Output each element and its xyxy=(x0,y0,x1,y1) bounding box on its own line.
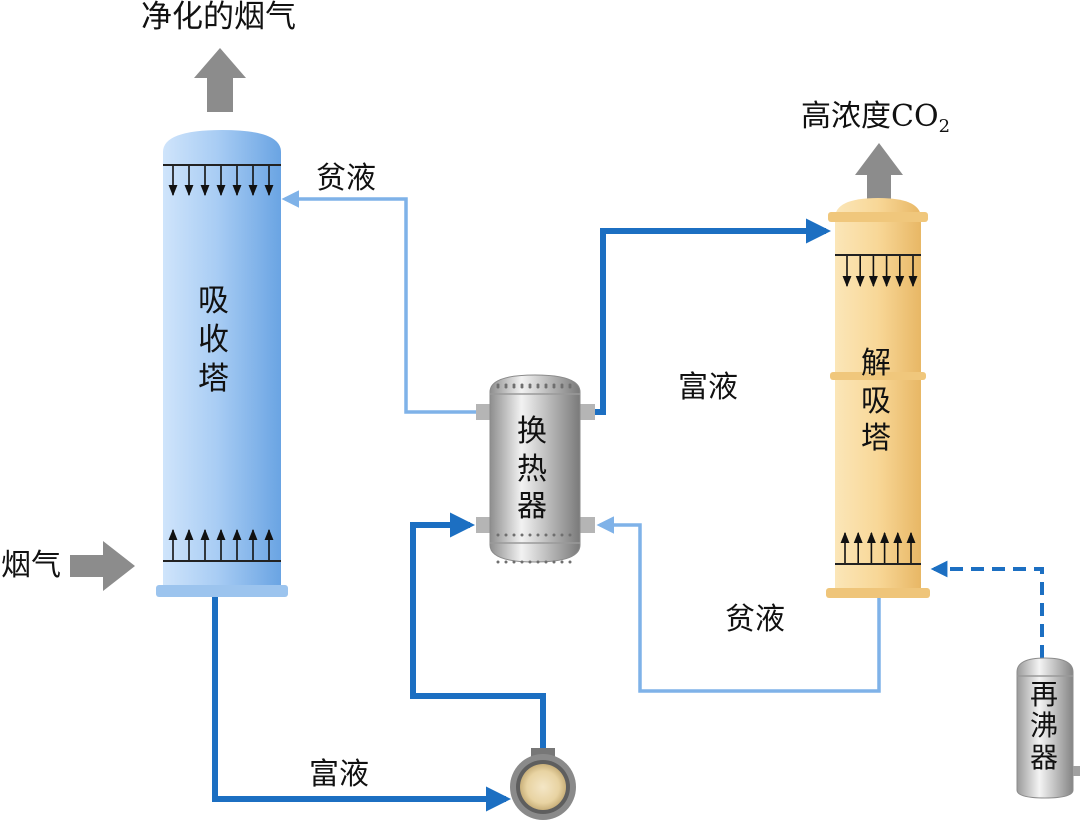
stripper-char-1: 解 xyxy=(861,346,891,381)
pump xyxy=(510,748,576,820)
rivet xyxy=(512,560,516,564)
rivet xyxy=(528,560,532,564)
rich-line-to-stripper xyxy=(595,218,832,415)
rivet xyxy=(528,533,532,537)
rivet xyxy=(552,383,556,387)
co2-label: 高浓度CO2 xyxy=(801,102,950,136)
rich-line-to-exchanger xyxy=(410,512,546,752)
exchanger-char-2: 热 xyxy=(517,451,547,487)
rivet xyxy=(544,383,548,387)
clean-gas-label: 净化的烟气 xyxy=(141,0,296,35)
rivet xyxy=(568,533,572,537)
rich-line-to-pump xyxy=(212,597,512,812)
heat-exchanger-rivets xyxy=(496,383,572,564)
rivet xyxy=(504,560,508,564)
rivet xyxy=(536,560,540,564)
reboiler-char-3: 器 xyxy=(1030,740,1059,774)
reboiler-char-2: 沸 xyxy=(1030,709,1059,743)
rivet xyxy=(536,533,540,537)
stripper-steam-arrows xyxy=(840,531,916,563)
stripper-column xyxy=(826,198,930,598)
absorber-char-2: 收 xyxy=(198,321,229,358)
rivet xyxy=(552,560,556,564)
reboiler-char-1: 再 xyxy=(1030,678,1059,711)
reboiler-steam-line xyxy=(930,560,1044,658)
rivet xyxy=(560,383,564,387)
absorber-gas-arrows xyxy=(168,528,274,560)
exchanger-char-1: 换 xyxy=(517,414,547,449)
stripper-spray-arrows xyxy=(842,256,918,288)
exchanger-char-3: 器 xyxy=(517,489,547,524)
rivet xyxy=(496,560,500,564)
rivet xyxy=(496,533,500,537)
stripper-char-3: 塔 xyxy=(861,421,891,456)
rivet xyxy=(504,533,508,537)
lean-line-to-exchanger xyxy=(596,516,881,693)
rivet xyxy=(520,533,524,537)
rivet xyxy=(544,560,548,564)
lean-line-to-absorber xyxy=(281,190,478,414)
rich-liquid-label-mid: 富液 xyxy=(678,370,738,405)
heat-exchanger xyxy=(476,374,595,563)
stripper-char-2: 吸 xyxy=(861,383,891,419)
rivet xyxy=(520,383,524,387)
absorber-label: 吸 收 塔 xyxy=(198,282,229,398)
co2-subscript: 2 xyxy=(938,116,951,137)
rivet xyxy=(552,533,556,537)
rivet xyxy=(544,533,548,537)
co2-outlet-arrow xyxy=(855,143,903,210)
absorber-char-1: 吸 xyxy=(198,283,229,319)
reboiler xyxy=(1016,657,1080,799)
flue-gas-arrow xyxy=(70,541,135,591)
reboiler-label: 再 沸 器 xyxy=(1030,679,1058,773)
rivet xyxy=(568,560,572,564)
rivet xyxy=(560,560,564,564)
clean-gas-arrow xyxy=(194,48,246,112)
rivet xyxy=(560,533,564,537)
lean-liquid-label-bottom: 贫液 xyxy=(725,602,785,637)
absorber-column xyxy=(156,130,288,597)
rivet xyxy=(568,383,572,387)
rivet xyxy=(520,560,524,564)
stripper-label: 解 吸 塔 xyxy=(861,345,891,458)
heat-exchanger-label: 换 热 器 xyxy=(517,413,547,526)
flue-gas-label: 烟气 xyxy=(1,548,61,583)
rivet xyxy=(528,383,532,387)
rivet xyxy=(512,533,516,537)
rivet xyxy=(536,383,540,387)
rich-liquid-label-bottom: 富液 xyxy=(309,757,369,792)
absorber-char-3: 塔 xyxy=(198,360,229,397)
rivet xyxy=(504,383,508,387)
rivet xyxy=(512,383,516,387)
lean-liquid-label-top: 贫液 xyxy=(316,161,376,196)
rivet xyxy=(496,383,500,387)
co2-label-text: 高浓度CO xyxy=(801,99,939,134)
absorber-spray-arrows xyxy=(168,166,274,197)
